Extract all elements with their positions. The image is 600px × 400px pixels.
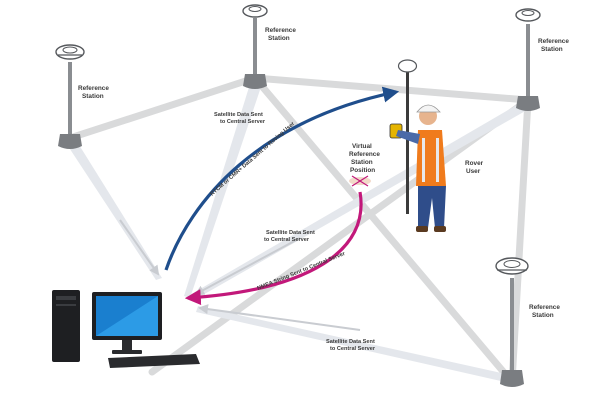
station-label-top: Reference Station <box>265 27 298 42</box>
flow-label-satellite-mid: Satellite Data Sent to Central Server <box>264 230 316 243</box>
rover-user <box>389 59 446 232</box>
central-server-computer <box>52 290 200 368</box>
virtual-station-marker-icon <box>349 175 371 187</box>
mast <box>68 62 72 136</box>
station-label-right: Reference Station <box>538 38 571 53</box>
boot-right <box>434 226 446 232</box>
virtual-station-label: Virtual Reference Station Position <box>349 143 382 174</box>
baseline-right-bottom <box>508 96 532 386</box>
beam-arrow-bottom <box>198 304 361 331</box>
station-base <box>243 74 267 89</box>
baseline-left-top <box>66 74 259 142</box>
nmea-string-arrow <box>184 191 363 306</box>
beam-top-station <box>184 84 262 298</box>
station-base <box>500 370 524 387</box>
reference-station-left <box>55 44 85 149</box>
keyboard <box>108 354 200 368</box>
boot-left <box>416 226 428 232</box>
baseline-top-right <box>251 74 532 104</box>
beam-arrow-left <box>119 219 160 276</box>
rtcm-data-arrow <box>164 86 400 271</box>
reference-station-right <box>515 8 541 111</box>
nmea-arrow-label: NMEA String Sent to Central Server <box>257 251 347 292</box>
pc-tower <box>52 290 80 362</box>
survey-pole <box>406 72 409 214</box>
baseline-top-bottom <box>251 74 516 386</box>
rover-antenna-icon <box>397 59 418 73</box>
safety-vest <box>416 130 446 186</box>
legs <box>418 186 446 228</box>
hard-hat-icon <box>416 104 441 113</box>
rover-user-label: Rover User <box>465 160 485 175</box>
reference-station-top <box>242 4 268 89</box>
arm <box>396 130 420 144</box>
reference-station-bottom-right <box>495 257 529 387</box>
station-base <box>516 96 540 111</box>
station-label-bottom-right: Reference Station <box>529 304 562 319</box>
station-label-left: Reference Station <box>78 85 111 100</box>
flow-label-satellite-top: Satellite Data Sent to Central Server <box>214 112 266 125</box>
network-lines <box>66 74 532 386</box>
station-base <box>58 134 82 149</box>
rtcm-arrow-label: RTCM or CMR+ Data Sent to Roving User <box>209 121 296 198</box>
mast <box>526 24 530 98</box>
flow-label-satellite-bottom: Satellite Data Sent to Central Server <box>326 339 376 352</box>
mast <box>253 18 257 76</box>
beam-arrow-mid <box>194 237 301 295</box>
baseline-right-left <box>148 96 532 376</box>
mast <box>510 278 514 372</box>
monitor-stand <box>122 340 132 350</box>
beam-bottom-station <box>196 306 514 384</box>
